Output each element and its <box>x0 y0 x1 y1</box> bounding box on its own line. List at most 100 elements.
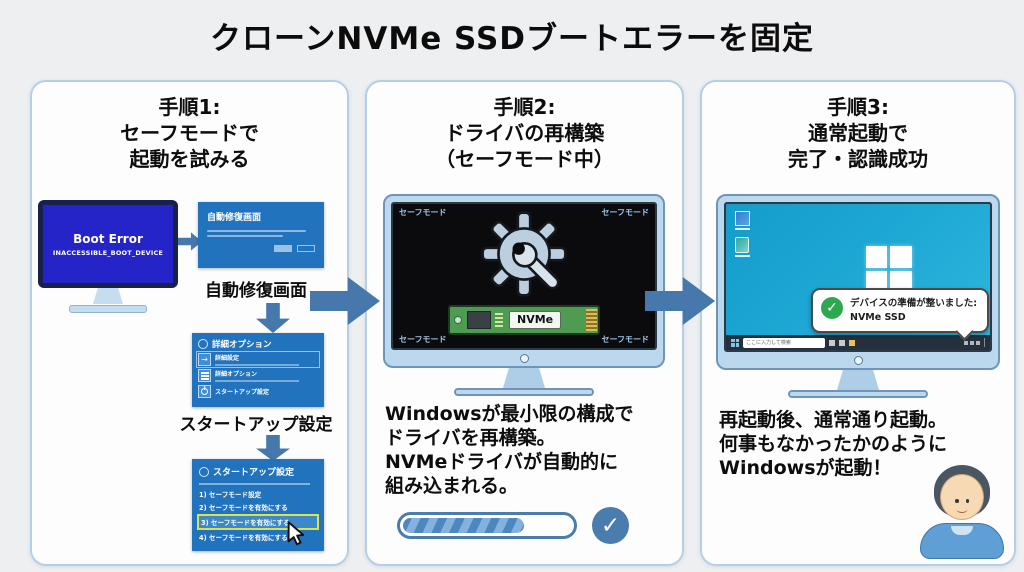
nvme-ssd-illustration: NVMe <box>448 305 600 335</box>
step3-heading-line3: 完了・認識成功 <box>788 147 928 171</box>
person-avatar <box>919 465 1005 559</box>
step3-desc-line2: 何事もなかったかのように <box>719 433 948 456</box>
avatar-body <box>920 523 1004 559</box>
startup-option-4: 4) セーフモードを有効にする <box>199 534 288 542</box>
safe-mode-label: セーフモード <box>601 208 649 217</box>
boot-error-monitor: Boot Error INACCESSIBLE_BOOT_DEVICE <box>38 200 178 313</box>
device-ready-notification: ✓ デバイスの準備が整いました: NVMe SSD <box>811 288 989 333</box>
progress-section: ✓ <box>397 507 629 544</box>
monitor-bezel: Boot Error INACCESSIBLE_BOOT_DEVICE <box>38 200 178 288</box>
repair-button-secondary <box>297 245 315 252</box>
tray-icon <box>976 340 980 345</box>
step3-desc-line1: 再起動後、通常通り起動。 <box>719 409 948 431</box>
monitor-frame: ここに入力して検索 ✓ デバイスの準備が整いました: NVM <box>716 194 1000 370</box>
text-line <box>199 483 310 485</box>
sliders-icon <box>198 369 211 382</box>
safe-mode-screen: セーフモード セーフモード セーフモード セーフモード <box>391 202 657 350</box>
text-line <box>207 235 283 237</box>
step1-panel: 手順1: セーフモードで 起動を試みる Boot Error INACCESSI… <box>30 80 349 566</box>
screw-hole <box>454 316 462 324</box>
power-icon <box>198 385 211 398</box>
down-arrow-icon <box>256 303 290 333</box>
notification-text: デバイスの準備が整いました: NVMe SSD <box>850 297 977 324</box>
step2-desc-line1: Windowsが最小限の構成で <box>385 403 634 425</box>
tray-icon <box>970 340 974 345</box>
taskbar-app-icon <box>829 339 835 346</box>
taskbar: ここに入力して検索 <box>726 335 990 350</box>
step3-panel: 手順3: 通常起動で 完了・認識成功 ここに入力して検索 <box>700 80 1016 566</box>
monitor-stand <box>837 370 879 390</box>
monitor-chin <box>391 350 657 366</box>
step3-heading-line1: 手順3: <box>827 95 889 119</box>
nvme-chip <box>467 311 491 329</box>
startup-settings-title: スタートアップ設定 <box>213 468 295 478</box>
notification-line1: デバイスの準備が整いました: <box>850 298 978 310</box>
start-button-icon <box>731 338 739 347</box>
advanced-options-title: 詳細オプション <box>212 340 272 350</box>
tile-text: 詳細オプション <box>215 369 318 382</box>
advanced-options-header: 詳細オプション <box>198 338 318 350</box>
monitor-frame: セーフモード セーフモード セーフモード セーフモード <box>383 194 665 368</box>
progress-bar <box>397 512 577 539</box>
windows-logo-icon <box>865 246 912 293</box>
page-title: クローンNVMe SSDブートエラーを固定 <box>209 21 815 57</box>
safe-mode-label: セーフモード <box>601 335 649 344</box>
icon-label <box>735 255 750 257</box>
back-icon <box>198 339 208 349</box>
boot-error-screen: Boot Error INACCESSIBLE_BOOT_DEVICE <box>43 205 173 283</box>
auto-repair-caption: 自動修復画面 <box>205 281 307 301</box>
step2-heading-line1: 手順2: <box>493 95 556 119</box>
step3-desc-line3: Windowsが起動！ <box>719 457 892 480</box>
tile-label: 詳細設定 <box>215 355 240 362</box>
step2-desc-line2: ドライバを再構築。 <box>385 427 556 450</box>
back-icon <box>199 466 209 477</box>
gear-wrench-icon <box>476 210 572 302</box>
startup-settings-screen: スタートアップ設定 1) セーフモード設定 2) セーフモードを有効にする 3)… <box>192 459 324 551</box>
check-circle-icon: ✓ <box>592 507 629 544</box>
system-tray <box>964 338 985 347</box>
nvme-connector <box>586 309 597 331</box>
safe-mode-monitor: セーフモード セーフモード セーフモード セーフモード <box>383 194 665 396</box>
safe-mode-label: セーフモード <box>399 335 447 344</box>
avatar-eye <box>965 499 969 503</box>
desktop-icon-pc <box>735 211 750 230</box>
tray-icon <box>964 340 968 345</box>
down-arrow-icon <box>256 435 290 461</box>
avatar-collar <box>951 526 973 535</box>
auto-repair-buttons <box>207 245 315 252</box>
tray-divider <box>984 338 985 347</box>
avatar-face <box>940 474 984 520</box>
monitor-base <box>454 388 594 396</box>
text-line <box>207 230 307 232</box>
step3-heading: 手順3: 通常起動で 完了・認識成功 <box>702 94 1014 172</box>
success-check-icon: ✓ <box>821 297 843 320</box>
safe-mode-label: セーフモード <box>399 208 447 217</box>
option-tile: 詳細オプション <box>198 369 318 382</box>
repair-button-primary <box>274 245 292 252</box>
power-led <box>519 353 529 363</box>
step3-heading-line2: 通常起動で <box>808 121 908 145</box>
tile-text: 詳細設定 <box>215 353 318 366</box>
tile-subtext <box>215 380 300 382</box>
desktop-icon-recycle-bin <box>735 237 750 257</box>
boot-error-title: Boot Error <box>73 231 143 246</box>
startup-settings-header: スタートアップ設定 <box>199 465 317 478</box>
monitor-base <box>788 390 928 398</box>
arrow-right-icon: → <box>198 353 211 366</box>
startup-option-2: 2) セーフモードを有効にする <box>199 503 288 512</box>
step2-desc-line3: NVMeドライバが自動的に <box>385 451 619 474</box>
mouse-cursor-icon <box>287 521 305 546</box>
startup-settings-caption: スタートアップ設定 <box>179 415 333 435</box>
step2-heading-line3: （セーフモード中） <box>435 147 614 171</box>
taskbar-app-icon <box>839 339 845 346</box>
power-led <box>853 355 863 365</box>
progress-fill <box>403 518 524 533</box>
advanced-options-screen: 詳細オプション → 詳細設定 詳細オプション スタートアップ設定 <box>192 333 324 407</box>
step3-description: 再起動後、通常通り起動。 何事もなかったかのように Windowsが起動！ <box>719 408 947 480</box>
taskbar-folder-icon <box>849 339 855 346</box>
avatar-mouth <box>956 506 968 513</box>
avatar-eye <box>955 499 959 503</box>
step1-heading-line1: 手順1: <box>158 95 221 119</box>
tile-text: スタートアップ設定 <box>215 387 318 396</box>
tile-label: スタートアップ設定 <box>215 389 270 396</box>
